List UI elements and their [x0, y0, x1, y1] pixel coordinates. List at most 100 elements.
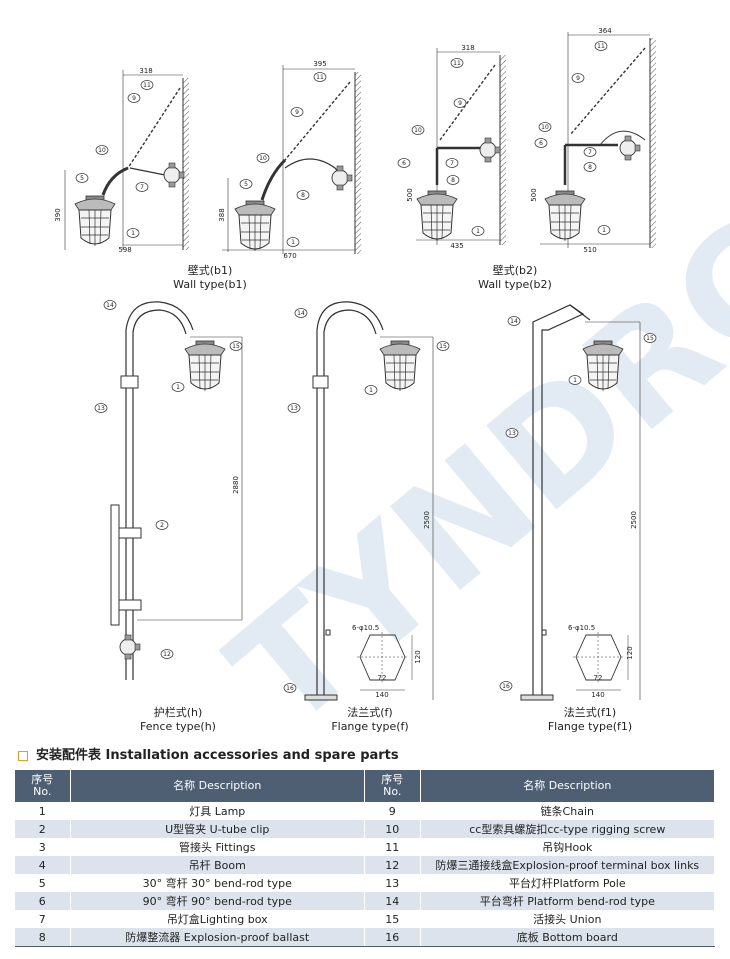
table-cell-number: 3: [15, 838, 71, 856]
table-cell-description: 防爆三通接线盒Explosion-proof terminal box link…: [420, 856, 716, 874]
svg-text:13: 13: [290, 405, 298, 412]
table-cell-description: 灯具 Lamp: [70, 802, 365, 820]
callout-8: 8: [583, 162, 597, 172]
table-cell-number: 14: [364, 892, 421, 910]
callout-15: 15: [229, 341, 243, 351]
caption-flange-f-cn: 法兰式(f): [347, 706, 393, 719]
table-cell-description: 管接头 Fittings: [70, 838, 365, 856]
svg-text:14: 14: [106, 302, 114, 309]
caption-wall-b1: 壁式(b1) Wall type(b1): [150, 264, 270, 292]
svg-text:13: 13: [508, 430, 516, 437]
drawing-wall-b2-left: [416, 48, 506, 245]
caption-fence-h-en: Fence type(h): [140, 720, 216, 733]
table-cell-number: 9: [364, 802, 421, 820]
table-cell-number: 7: [15, 910, 71, 928]
section-bullet-icon: [18, 750, 28, 761]
callout-10: 10: [256, 153, 270, 163]
dim-b2b-top: 364: [598, 27, 612, 35]
table-cell-number: 16: [364, 928, 421, 947]
caption-flange-f-en: Flange type(f): [331, 720, 409, 733]
svg-text:2: 2: [160, 522, 164, 529]
svg-text:15: 15: [646, 335, 654, 342]
svg-text:11: 11: [597, 43, 605, 50]
svg-text:11: 11: [453, 60, 461, 67]
drawing-wall-b1-right: [222, 65, 361, 254]
svg-text:11: 11: [316, 74, 324, 81]
f1-bolt-label: 6-φ10.5: [568, 624, 595, 632]
dim-b2-height: 500: [406, 188, 414, 201]
svg-text:12: 12: [163, 651, 171, 658]
table-cell-number: 5: [15, 874, 71, 892]
table-cell-number: 4: [15, 856, 71, 874]
callout-11: 11: [140, 80, 154, 90]
dim-f-height: 2500: [423, 511, 431, 529]
svg-text:9: 9: [132, 95, 136, 102]
table-cell-description: cc型索具螺旋扣cc-type rigging screw: [420, 820, 716, 838]
f1-plate-height: 120: [626, 646, 634, 659]
callout-1: 1: [286, 237, 300, 247]
svg-text:6: 6: [402, 160, 406, 167]
table-cell-description: 90° 弯杆 90° bend-rod type: [70, 892, 365, 910]
table-cell-description: 平台弯杆 Platform bend-rod type: [420, 892, 716, 910]
callout-7: 7: [135, 182, 149, 192]
callout-8: 8: [446, 175, 460, 185]
section-title-text: 安装配件表 Installation accessories and spare…: [36, 748, 399, 763]
svg-text:13: 13: [97, 405, 105, 412]
svg-text:1: 1: [476, 228, 480, 235]
caption-wall-b1-en: Wall type(b1): [173, 278, 247, 291]
callout-14: 14: [103, 300, 117, 310]
callout-15: 15: [436, 341, 450, 351]
callout-6: 6: [534, 138, 548, 148]
f-bolt-label: 6-φ10.5: [352, 624, 379, 632]
dim-b1b-height: 388: [218, 208, 226, 221]
table-cell-description: 30° 弯杆 30° bend-rod type: [70, 874, 365, 892]
svg-text:1: 1: [602, 227, 606, 234]
svg-text:9: 9: [295, 109, 299, 116]
callout-1: 1: [568, 375, 582, 385]
callout-14: 14: [294, 308, 308, 318]
svg-text:10: 10: [541, 124, 549, 131]
f1-plate-inner: 72: [594, 674, 603, 682]
callout-13: 13: [505, 428, 519, 438]
svg-text:16: 16: [502, 683, 510, 690]
svg-text:14: 14: [510, 318, 518, 325]
dim-b2-bottom: 435: [450, 242, 463, 250]
table-cell-number: 15: [364, 910, 421, 928]
drawing-wall-b1-left: [64, 70, 189, 250]
callout-10: 10: [538, 122, 552, 132]
table-cell-description: 吊灯盒Lighting box: [70, 910, 365, 928]
svg-text:9: 9: [576, 75, 580, 82]
dim-b2b-bottom: 510: [583, 246, 596, 254]
table-cell-number: 2: [15, 820, 71, 838]
table-cell-description: 底板 Bottom board: [420, 928, 716, 947]
svg-text:10: 10: [414, 127, 422, 134]
callout-8: 8: [296, 190, 310, 200]
header-desc-right: 名称 Description: [420, 770, 716, 802]
svg-text:5: 5: [80, 175, 84, 182]
callout-5: 5: [239, 179, 253, 189]
svg-text:15: 15: [232, 343, 240, 350]
section-title: 安装配件表 Installation accessories and spare…: [18, 744, 399, 763]
table-cell-number: 10: [364, 820, 421, 838]
callout-1: 1: [171, 382, 185, 392]
svg-text:8: 8: [588, 164, 592, 171]
caption-flange-f1-en: Flange type(f1): [547, 720, 633, 733]
svg-text:11: 11: [143, 82, 151, 89]
callout-13: 13: [94, 403, 108, 413]
svg-text:6: 6: [539, 140, 543, 147]
svg-text:1: 1: [369, 387, 373, 394]
installation-drawings: TYNDRCN 318 390 598 395 388 670: [54, 27, 730, 740]
caption-wall-b2-en: Wall type(b2): [478, 278, 552, 291]
svg-text:16: 16: [286, 685, 294, 692]
caption-fence-h-cn: 护栏式(h): [153, 706, 203, 719]
svg-text:14: 14: [297, 310, 305, 317]
f-plate-inner: 72: [378, 674, 387, 682]
table-cell-number: 8: [15, 928, 71, 947]
